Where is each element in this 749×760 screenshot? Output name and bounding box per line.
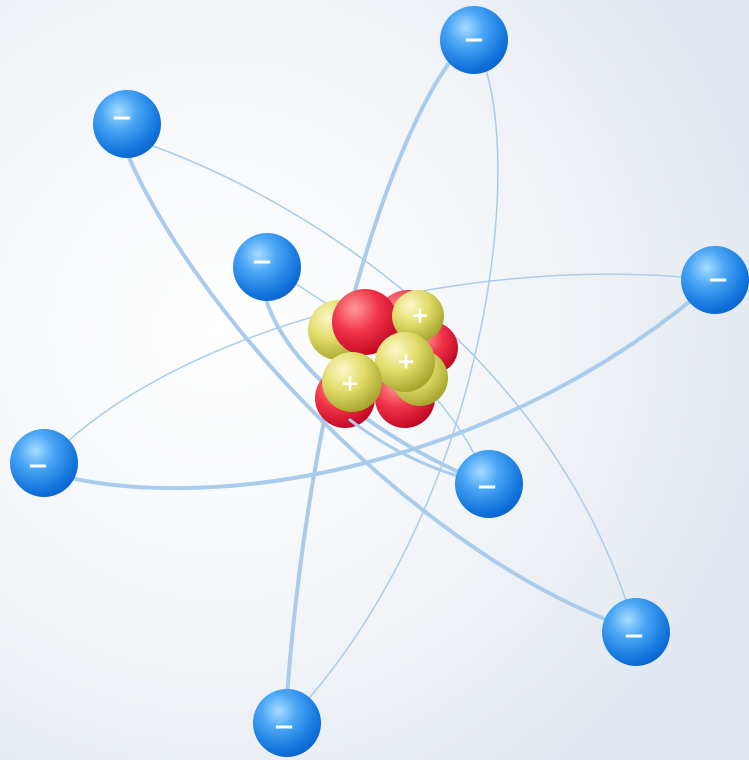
electron: −: [93, 90, 161, 158]
svg-text:−: −: [27, 451, 49, 481]
svg-text:−: −: [273, 712, 295, 742]
electron: −: [681, 246, 749, 314]
proton-sign: +: [397, 350, 415, 375]
proton-sign: +: [341, 372, 359, 397]
svg-text:−: −: [463, 25, 485, 55]
proton-sign: +: [411, 304, 429, 329]
svg-text:−: −: [251, 247, 273, 277]
electron: −: [233, 233, 301, 301]
electron: −: [10, 429, 78, 497]
electron: −: [455, 450, 523, 518]
electron: −: [253, 689, 321, 757]
electron: −: [440, 6, 508, 74]
svg-text:−: −: [623, 621, 645, 651]
svg-text:−: −: [476, 472, 498, 502]
svg-text:−: −: [707, 265, 729, 295]
svg-text:−: −: [111, 103, 133, 133]
electron: −: [602, 598, 670, 666]
